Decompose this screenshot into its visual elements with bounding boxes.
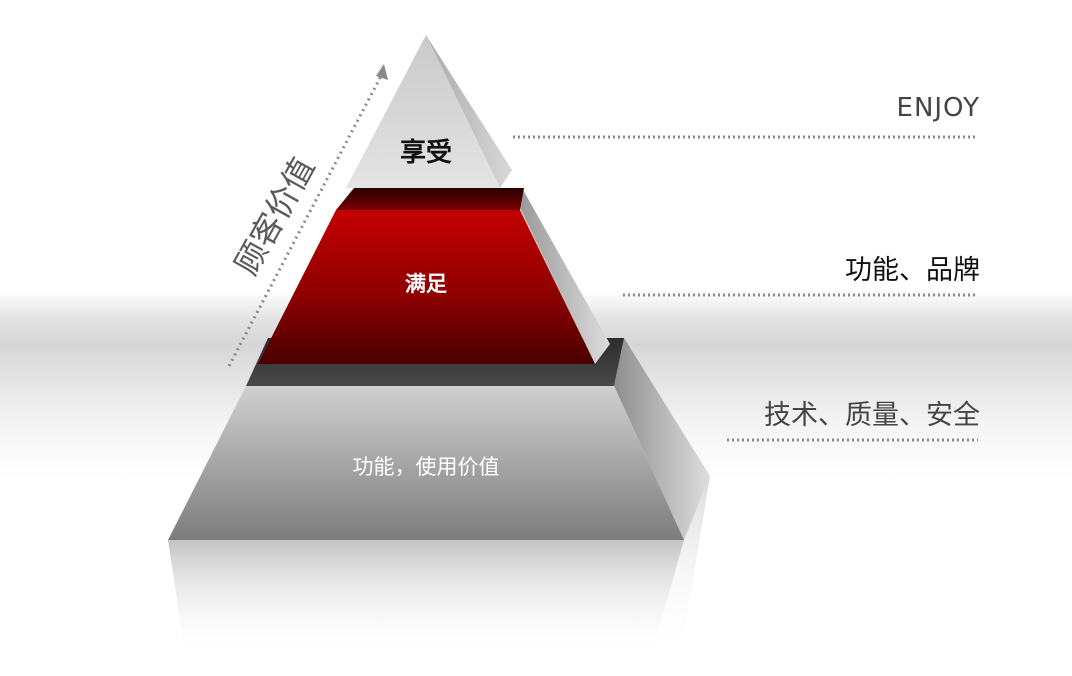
top-level-face — [346, 35, 500, 188]
side-label-enjoy: ENJOY — [896, 93, 980, 123]
side-label-tech-quality-safety: 技术、质量、安全 — [764, 400, 980, 431]
side-label-function-brand: 功能、品牌 — [845, 255, 980, 286]
pyramid-top-label: 享受 — [399, 138, 452, 168]
pyramid-bottom-label: 功能，使用价值 — [352, 455, 500, 479]
bottom-level-side — [614, 338, 710, 540]
middle-level-face — [258, 210, 595, 364]
pyramid-reflection — [168, 540, 684, 660]
pyramid-reflection-side — [650, 476, 710, 660]
pyramid-middle-label: 满足 — [405, 272, 447, 296]
top-level-side — [426, 35, 512, 188]
customer-value-axis-line — [227, 75, 383, 367]
bottom-level-face — [168, 386, 684, 540]
middle-level-side — [520, 188, 610, 364]
arrow-up-right-icon — [376, 64, 388, 80]
middle-level-cap — [336, 188, 524, 210]
